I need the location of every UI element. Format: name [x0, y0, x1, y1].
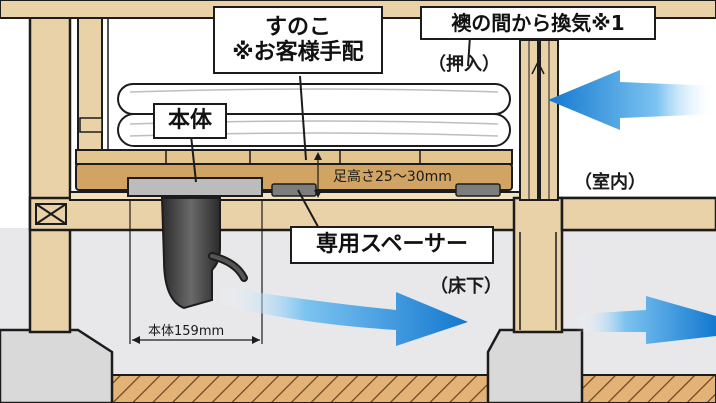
airflow-arrow-right: [576, 296, 716, 344]
post-left: [28, 0, 72, 334]
width-dimension: [129, 200, 263, 344]
yukashita-label: （床下）: [430, 276, 502, 297]
spacer-block: [271, 183, 317, 197]
footing-right: [486, 328, 584, 403]
footing-left: [0, 328, 114, 403]
shitsunai-label: （室内）: [574, 172, 646, 193]
airflow-arrow-underfloor: [218, 286, 468, 346]
hontai-width-label: 本体159mm: [146, 320, 227, 339]
ground: [0, 374, 716, 403]
post-right: [512, 196, 564, 334]
hontai-label-text: 本体: [167, 108, 212, 134]
fusuma-ventilation-text: 襖の間から換気※1: [451, 10, 625, 35]
hontai-label: 本体: [153, 103, 227, 139]
fusuma-ventilation-label: 襖の間から換気※1: [420, 6, 656, 40]
sunoko-leader: [299, 75, 307, 161]
sunoko-top: [75, 149, 513, 165]
oshiire-label: （押入）: [428, 54, 500, 75]
sunoko-label-line2: ※お客様手配: [232, 40, 364, 65]
sunoko-label: すのこ ※お客様手配: [213, 6, 383, 74]
airflow-arrow-fusuma: [548, 70, 716, 130]
spacer-label: 専用スペーサー: [290, 226, 494, 264]
stud-left: [77, 0, 103, 169]
sunoko-label-line1: すのこ: [264, 14, 331, 40]
fan-unit-icon: [127, 177, 263, 310]
spacer-label-text: 専用スペーサー: [315, 232, 469, 258]
leg-height-label: 足高さ25～30mm: [330, 166, 455, 186]
